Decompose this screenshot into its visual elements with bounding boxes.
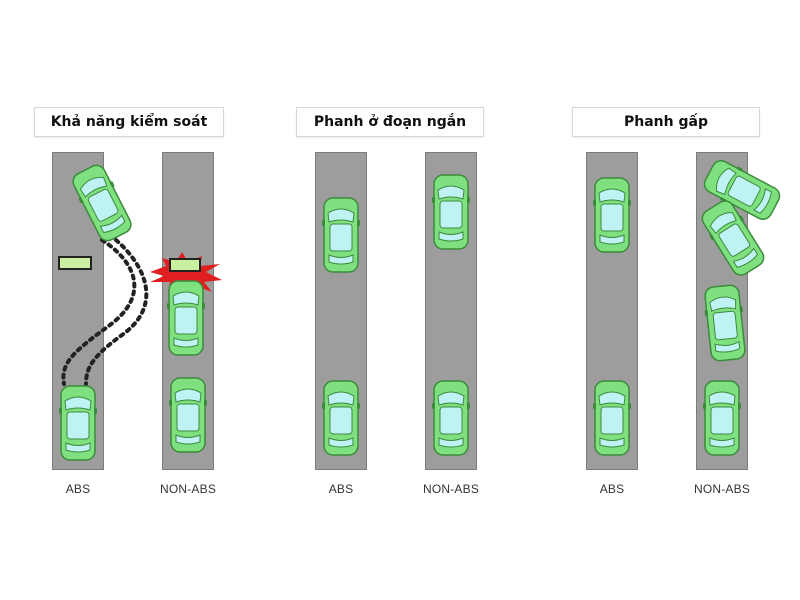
label-control-abs: ABS [65,482,91,496]
car-control-non-abs-crashed [166,280,206,356]
obstacle-abs [58,256,92,270]
car-control-abs-swerving [67,160,137,246]
label-short-abs: ABS [328,482,354,496]
car-hard-non-abs-start [702,380,742,456]
label-control-non-abs: NON-ABS [159,482,217,496]
car-short-abs-start [321,380,361,456]
car-short-abs-stopped [321,197,361,273]
car-hard-non-abs-skid-3 [701,283,749,363]
car-hard-abs-stopped [592,177,632,253]
car-control-abs-start [58,385,98,461]
car-control-non-abs-start [168,377,208,453]
panel-title-short-braking: Phanh ở đoạn ngắn [296,107,484,137]
label-short-non-abs: NON-ABS [422,482,480,496]
swerve-path-outer [61,238,137,386]
impact-burst [150,252,222,296]
label-hard-non-abs: NON-ABS [693,482,751,496]
car-short-non-abs-start [431,380,471,456]
car-hard-abs-start [592,380,632,456]
swerve-path-inner [84,238,149,386]
obstacle-non-abs [169,258,201,272]
panel-title-hard-braking: Phanh gấp [572,107,760,137]
car-short-non-abs-stopped [431,174,471,250]
label-hard-abs: ABS [599,482,625,496]
panel-title-control: Khả năng kiểm soát [34,107,224,137]
